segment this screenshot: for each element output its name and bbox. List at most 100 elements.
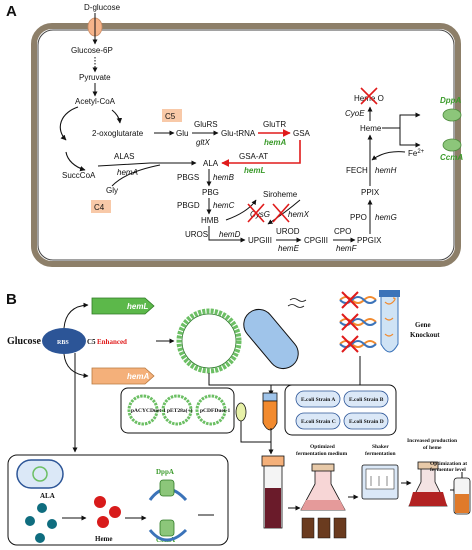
c5-box-label: C5	[165, 112, 176, 121]
arrow-hmb-upgiii	[208, 226, 246, 243]
heml-gene-arrow	[91, 297, 155, 315]
heme-gene-label: hemE	[278, 244, 300, 253]
dna-tube-icon	[379, 290, 400, 353]
arrow-heme-dppa	[382, 112, 421, 129]
strain-a	[295, 390, 341, 408]
step4-line1: Optimization at	[430, 461, 467, 467]
ppgix-label: PPGIX	[357, 236, 382, 245]
step2-line2: fermentation	[365, 451, 396, 457]
transformation-tube	[262, 392, 278, 431]
plasmid-1-label: pACYCDuet-1	[131, 408, 166, 414]
arrow-heme-ccma	[399, 128, 421, 148]
hema-gene-label: hemA	[127, 372, 149, 381]
heme-flask-icon	[408, 461, 448, 507]
arrow-rbs-heml	[63, 302, 89, 329]
pbgd-label: PBGD	[177, 201, 200, 210]
strain-b	[343, 390, 389, 408]
hemb-label: hemB	[213, 173, 235, 182]
dppa-label: DppA	[440, 96, 462, 105]
arrow-gsa-ala	[221, 140, 301, 167]
gltx-label: gltX	[196, 138, 210, 147]
c5-label: C5	[87, 338, 96, 346]
heme-label: Heme	[360, 124, 382, 133]
hema-glutr-label: hemA	[264, 138, 286, 147]
ala-molecule-1	[37, 503, 47, 513]
step3-line1: Increased production	[407, 438, 457, 444]
hema-alas-label: hemA	[117, 168, 138, 177]
plasmid-2-label: pET28a(+)	[167, 407, 193, 414]
pyruvate-label: Pyruvate	[79, 73, 111, 82]
hemx-label: hemX	[288, 210, 310, 219]
hemh-label: hemH	[375, 166, 397, 175]
heme-molecule-1	[94, 496, 106, 508]
step4-line2: fermentor level	[430, 467, 466, 473]
glucose-label: Glucose	[7, 336, 41, 347]
c5-box	[162, 109, 182, 122]
panel-a-label: A	[6, 3, 17, 20]
enhanced-label: Enhanced	[97, 338, 127, 346]
cysg-knockout-cross-icon	[247, 203, 265, 223]
cpo-label: CPO	[334, 227, 351, 236]
strain-b-label: E.coli Strain B	[349, 397, 384, 403]
ala-molecule-4	[35, 533, 45, 543]
cyoe-label: CyoE	[345, 109, 365, 118]
c4-box	[91, 200, 111, 213]
tca-arrow-left	[59, 106, 79, 141]
fech-label: FECH	[346, 166, 368, 175]
transporter-cycle-icon	[148, 479, 188, 542]
arrow-siroheme-side	[267, 199, 301, 225]
cpgiii-label: CPGIII	[304, 236, 328, 245]
tca-arrow-right	[111, 109, 123, 124]
rbs-ellipse	[42, 328, 86, 354]
acetylcoa-label: Acetyl-CoA	[75, 97, 116, 106]
alas-label: ALAS	[114, 152, 134, 161]
culture-tube	[261, 455, 285, 529]
panel-b-label: B	[6, 291, 17, 308]
arrow-hmb-siroheme	[225, 199, 257, 221]
gly-label: Gly	[106, 186, 118, 195]
ala-molecule-2	[25, 516, 35, 526]
dppa-transporter	[442, 108, 462, 122]
hemeo-label: Heme O	[354, 94, 384, 103]
step3-line2: of heme	[423, 445, 442, 451]
plasmid-1	[127, 394, 159, 426]
ppix-label: PPIX	[361, 188, 380, 197]
heml-label: hemL	[244, 166, 265, 175]
oxoglutarate-label: 2-oxoglutarate	[92, 129, 144, 138]
gsaat-label: GSA-AT	[239, 152, 268, 161]
urod-label: UROD	[276, 227, 300, 236]
gene-knockout-label-2: Knockout	[410, 331, 440, 339]
rbs-label: RBS	[57, 340, 69, 346]
cell-membrane	[31, 23, 461, 267]
fe-label: Fe2+	[408, 149, 425, 158]
heme-molecule-2	[109, 506, 121, 518]
siroheme-label: Siroheme	[263, 190, 298, 199]
upgiii-label: UPGIII	[248, 236, 272, 245]
hemx-knockout-cross-icon	[272, 203, 290, 223]
hemg-label: hemG	[375, 213, 397, 222]
arrow-gly-ala	[111, 164, 161, 187]
arrow-succcoa-ala	[97, 160, 197, 167]
succcoa-label: SuccCoA	[62, 171, 96, 180]
cyoe-knockout-cross-icon	[360, 87, 378, 105]
strain-d-label: E.coli Strain D	[349, 419, 384, 425]
glucose6p-label: Glucose-6P	[71, 46, 113, 55]
step2-line1: Shaker	[372, 444, 389, 450]
ala-label-b: ALA	[40, 492, 55, 500]
hemc-label: hemC	[213, 201, 235, 210]
arrow-rbs-hema	[63, 353, 89, 379]
glutrna-label: Glu-tRNA	[221, 129, 256, 138]
ala-molecule-3	[47, 519, 57, 529]
step1-line1: Optimized	[310, 444, 335, 450]
dna-knockout-icon	[339, 291, 377, 353]
medium-flask-icon	[300, 463, 347, 539]
plasmid-2	[161, 394, 193, 426]
ala-label: ALA	[203, 159, 219, 168]
dppa-label-b: DppA	[156, 468, 174, 476]
strain-a-label: E.coli Strain A	[301, 397, 335, 403]
plasmid-inner-ring	[181, 313, 237, 369]
tca-arrow-bottom	[65, 151, 86, 172]
strain-c-label: E.coli Strain C	[301, 419, 336, 425]
heme-label-b: Heme	[95, 535, 113, 543]
